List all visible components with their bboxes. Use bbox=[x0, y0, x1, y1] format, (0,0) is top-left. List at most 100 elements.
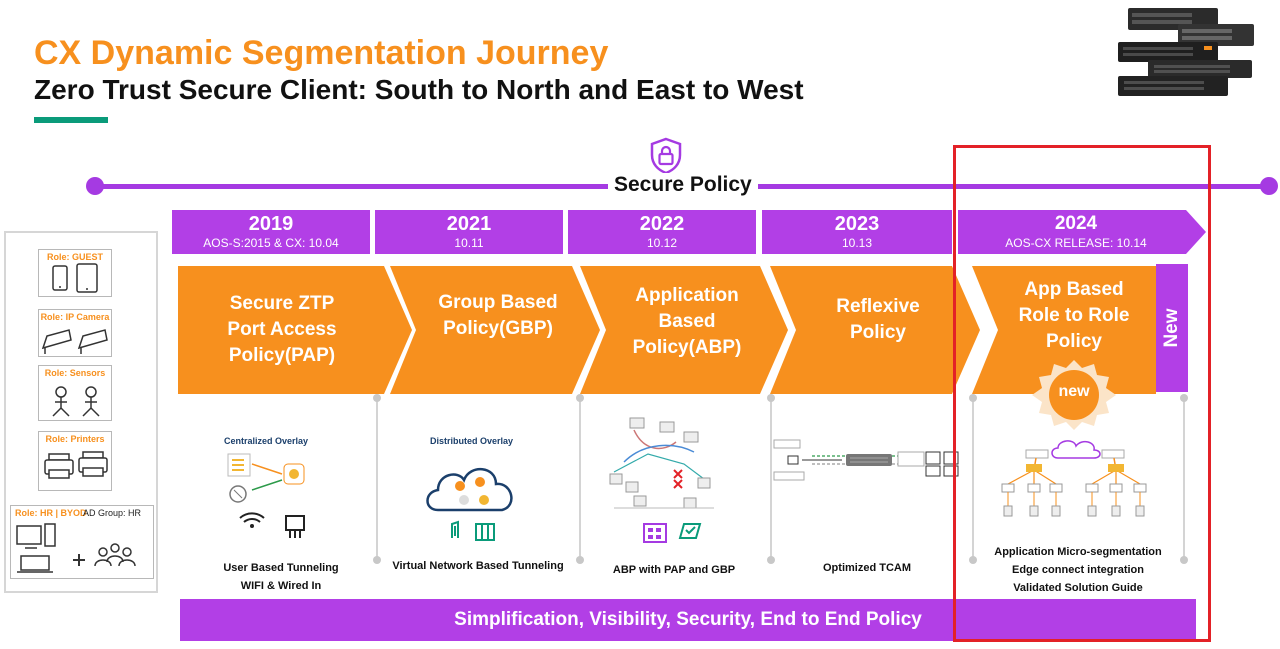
separator-dot bbox=[576, 556, 584, 564]
policy-line: Reflexive bbox=[836, 296, 920, 317]
year-box-2022: 2022 10.12 bbox=[568, 210, 756, 254]
sensor-icon bbox=[52, 386, 100, 417]
caption-line: Optimized TCAM bbox=[823, 562, 911, 574]
page-title: CX Dynamic Segmentation Journey bbox=[34, 34, 609, 72]
year-box-2019: 2019 AOS-S:2015 & CX: 10.04 bbox=[172, 210, 370, 254]
policy-chevron-pap: Secure ZTP Port Access Policy(PAP) bbox=[178, 266, 412, 394]
new-tab: New bbox=[1156, 264, 1188, 392]
application-policy-diagram bbox=[609, 417, 714, 543]
policy-chevron-app-role: App Based Role to Role Policy bbox=[972, 266, 1156, 394]
role-label: Role: IP Camera bbox=[40, 312, 110, 322]
reflexive-tcam-diagram bbox=[773, 439, 959, 481]
separator-dot bbox=[373, 556, 381, 564]
policy-line: Group Based bbox=[438, 292, 558, 313]
separator-dot bbox=[1180, 556, 1188, 564]
role-card-guest: Role: GUEST bbox=[38, 249, 112, 297]
policy-line: Policy bbox=[850, 322, 906, 343]
mobile-devices-icon bbox=[52, 263, 98, 293]
year-label: 2019 bbox=[248, 213, 294, 235]
caption-line: ABP with PAP and GBP bbox=[612, 564, 736, 576]
caption-line: Virtual Network Based Tunneling bbox=[392, 560, 564, 572]
release-label: 10.12 bbox=[646, 236, 678, 250]
year-arrow-shape bbox=[958, 210, 1206, 254]
separator-dot bbox=[576, 394, 584, 402]
caption-line: Validated Solution Guide bbox=[1013, 582, 1143, 594]
policy-line: Application bbox=[635, 285, 739, 306]
year-label: 2024 bbox=[1054, 213, 1098, 234]
separator-dot bbox=[767, 394, 775, 402]
role-label: Role: Sensors bbox=[44, 368, 106, 378]
ad-group-label: AD Group: HR bbox=[83, 508, 142, 518]
policy-line: Role to Role bbox=[1018, 305, 1130, 326]
caption-line: Application Micro-segmentation bbox=[994, 546, 1162, 558]
year-box-2021: 2021 10.11 bbox=[375, 210, 563, 254]
policy-line: Secure ZTP bbox=[229, 293, 335, 314]
year-box-2024: 2024 AOS-CX RELEASE: 10.14 bbox=[958, 210, 1208, 254]
policy-line: Port Access bbox=[227, 319, 337, 340]
role-label: Role: Printers bbox=[45, 434, 105, 444]
year-box-2023: 2023 10.13 bbox=[762, 210, 952, 254]
separator-dot bbox=[767, 556, 775, 564]
switch-hardware-image bbox=[1118, 8, 1254, 96]
ip-camera-icon bbox=[41, 329, 108, 354]
policy-line: Policy(GBP) bbox=[443, 318, 553, 339]
policy-line: App Based bbox=[1024, 279, 1124, 300]
highlight-box-2024 bbox=[953, 145, 1211, 642]
policy-chevron-gbp: Group Based Policy(GBP) bbox=[390, 266, 600, 394]
caption-line: WIFI & Wired In bbox=[240, 580, 322, 592]
stage-caption: Optimized TCAM bbox=[774, 559, 960, 577]
policy-line: Policy(PAP) bbox=[228, 345, 336, 366]
year-label: 2023 bbox=[834, 213, 880, 235]
policy-line: Policy bbox=[1046, 331, 1102, 352]
separator-line bbox=[770, 398, 772, 560]
separator-dot bbox=[373, 394, 381, 402]
year-label: 2021 bbox=[446, 213, 492, 235]
separator-line bbox=[1183, 398, 1185, 560]
role-card-sensors: Role: Sensors bbox=[38, 365, 112, 421]
centralized-overlay-diagram bbox=[227, 453, 305, 538]
stage-caption: User Based Tunneling WIFI & Wired In bbox=[186, 559, 376, 595]
policy-chevron-reflexive: Reflexive Policy bbox=[770, 266, 980, 394]
new-badge-label: new bbox=[1058, 383, 1090, 400]
timeline-start-dot bbox=[86, 177, 104, 195]
new-badge: new bbox=[1030, 360, 1118, 430]
policy-chevron-abp: Application Based Policy(ABP) bbox=[580, 266, 788, 394]
role-label: Role: HR | BYOD bbox=[15, 508, 87, 518]
role-label: Role: GUEST bbox=[46, 252, 103, 262]
role-card-hr-byod: Role: HR | BYOD AD Group: HR bbox=[10, 505, 154, 579]
computer-users-icon bbox=[16, 523, 136, 573]
lock-shield-icon bbox=[650, 137, 682, 175]
separator-line bbox=[579, 398, 581, 560]
separator-line bbox=[376, 398, 378, 560]
role-card-ip-camera: Role: IP Camera bbox=[38, 309, 112, 357]
stage-caption: Application Micro-segmentation Edge conn… bbox=[980, 543, 1176, 597]
badge-starburst-icon bbox=[1032, 360, 1116, 430]
diagram-title: Distributed Overlay bbox=[430, 436, 514, 446]
bottom-banner: Simplification, Visibility, Security, En… bbox=[180, 599, 1196, 641]
roles-panel: Role: GUEST Role: IP Camera Role: Sensor… bbox=[4, 231, 158, 593]
separator-dot bbox=[1180, 394, 1188, 402]
policy-line: Based bbox=[658, 311, 716, 332]
separator-dot bbox=[969, 394, 977, 402]
role-card-printers: Role: Printers bbox=[38, 431, 112, 491]
year-label: 2022 bbox=[639, 213, 685, 235]
caption-line: Edge connect integration bbox=[1011, 564, 1144, 576]
release-label: AOS-S:2015 & CX: 10.04 bbox=[203, 236, 339, 250]
release-label: 10.11 bbox=[454, 236, 484, 250]
separator-dot bbox=[969, 556, 977, 564]
title-underline bbox=[34, 117, 108, 123]
caption-line: User Based Tunneling bbox=[223, 562, 339, 574]
page-subtitle: Zero Trust Secure Client: South to North… bbox=[34, 74, 804, 105]
secure-policy-label: Secure Policy bbox=[608, 173, 758, 197]
printer-icon bbox=[44, 451, 108, 479]
separator-line bbox=[972, 398, 974, 560]
stage-caption: ABP with PAP and GBP bbox=[582, 561, 766, 579]
release-label: 10.13 bbox=[841, 236, 873, 250]
policy-line: Policy(ABP) bbox=[632, 337, 742, 358]
stage-caption: Virtual Network Based Tunneling bbox=[382, 557, 574, 575]
diagram-title: Centralized Overlay bbox=[224, 436, 309, 446]
timeline-end-dot bbox=[1260, 177, 1278, 195]
role-to-role-network-diagram bbox=[1001, 440, 1147, 517]
distributed-overlay-cloud-diagram bbox=[426, 468, 513, 541]
release-label: AOS-CX RELEASE: 10.14 bbox=[1005, 236, 1147, 250]
